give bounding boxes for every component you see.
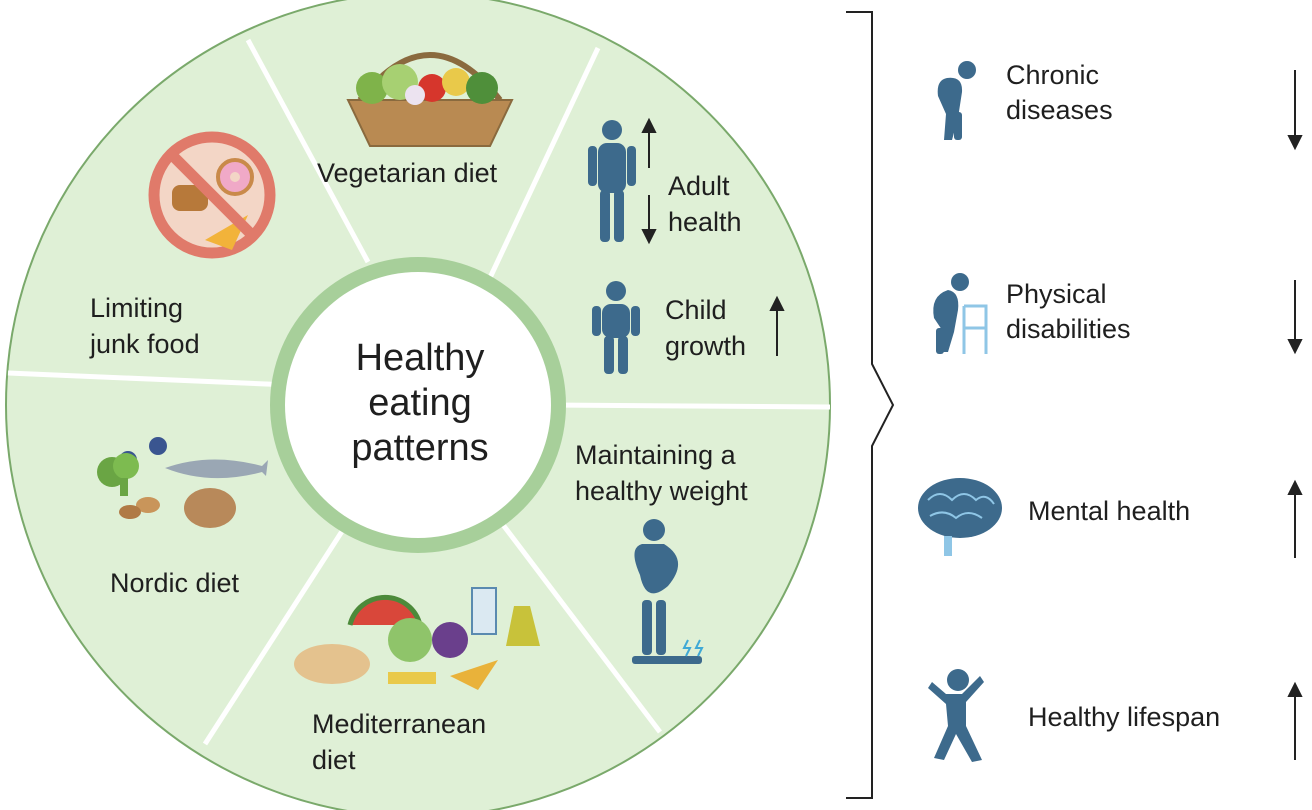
outcome-physical-line1: Physical <box>1006 279 1107 309</box>
vegetarian-label: Vegetarian diet <box>317 158 498 188</box>
basket-icon <box>346 52 514 147</box>
outcome-arrows <box>1287 70 1303 760</box>
junk-food-label-line2: junk food <box>90 329 200 359</box>
outcome-lifespan: Healthy lifespan <box>1028 702 1221 732</box>
child-growth-up-arrow-icon <box>769 295 785 356</box>
walker-person-icon <box>933 273 988 354</box>
mediterranean-label-line2: diet <box>312 745 356 775</box>
adult-health-label-line2: health <box>668 207 742 237</box>
child-figure-icon <box>592 281 640 374</box>
healthy-weight-label-line1: Maintaining a <box>575 440 736 470</box>
adult-health-arrows-icon <box>641 117 657 245</box>
mediterranean-label-line1: Mediterranean <box>312 709 487 739</box>
outcome-chronic-line2: diseases <box>1006 95 1113 125</box>
no-junk-food-icon <box>148 131 276 259</box>
stooped-person-icon <box>937 61 976 140</box>
celebrating-person-icon <box>928 669 984 762</box>
adult-figure-icon <box>588 120 636 242</box>
mediterranean-food-icon <box>294 587 540 690</box>
child-growth-label-line1: Child <box>665 295 727 325</box>
outcome-physical-line2: disabilities <box>1006 314 1131 344</box>
segment-dividers <box>7 38 831 746</box>
center-title-line1: Healthy <box>355 337 485 379</box>
outcome-chronic-line1: Chronic <box>1006 60 1100 90</box>
outcome-mental: Mental health <box>1028 496 1191 526</box>
outcome-bracket <box>846 11 895 799</box>
junk-food-label-line1: Limiting <box>90 293 184 323</box>
adult-health-label-line1: Adult <box>668 171 730 201</box>
center-title-line3: patterns <box>351 427 489 469</box>
nordic-food-icon <box>97 437 268 528</box>
center-title-line2: eating <box>368 382 472 424</box>
child-growth-label-line2: growth <box>665 331 747 361</box>
center-title: Healthy eating patterns <box>300 336 540 471</box>
center-disc <box>285 272 551 538</box>
healthy-weight-label-line2: healthy weight <box>575 476 748 506</box>
scale-figure-icon <box>632 519 704 664</box>
brain-icon <box>918 478 1002 556</box>
nordic-label: Nordic diet <box>110 568 240 598</box>
